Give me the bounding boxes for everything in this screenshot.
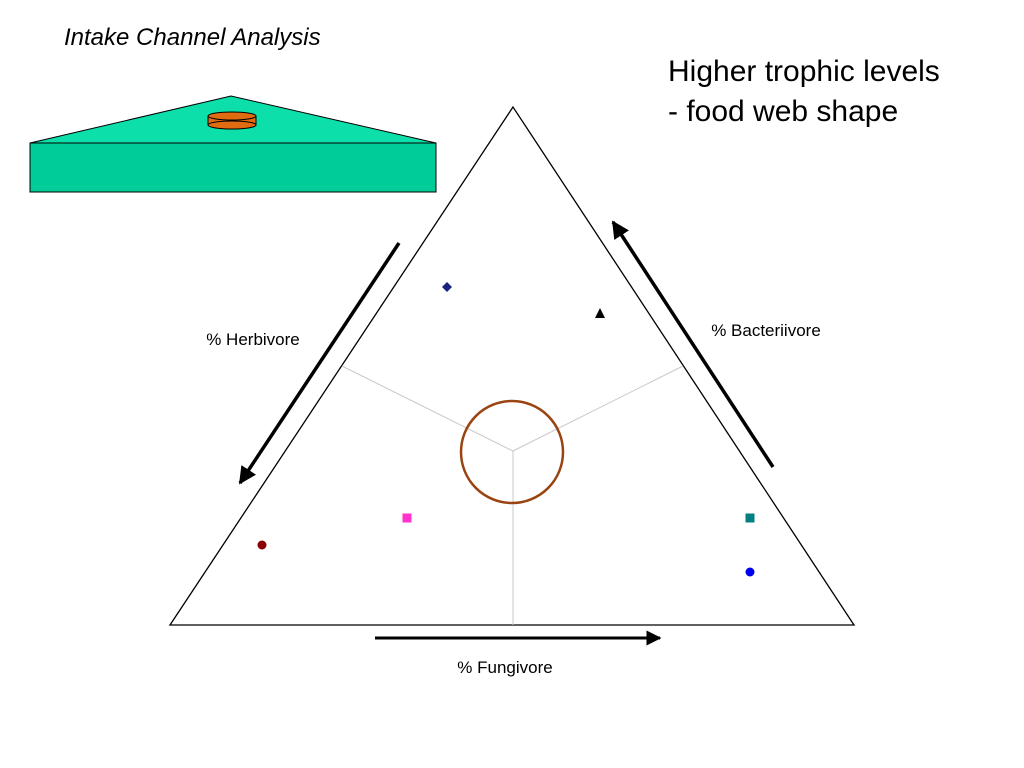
disc-top [207, 111, 257, 121]
data-point-diamond [442, 282, 452, 292]
data-point-circle [257, 540, 267, 550]
herbivore-label: % Herbivore [206, 330, 300, 349]
data-point-circle [745, 567, 755, 577]
data-point-square [745, 513, 755, 523]
divider-left [341, 365, 514, 452]
data-point-triangle [595, 308, 605, 318]
intake-disc [207, 111, 257, 130]
bacterivore-arrow [611, 220, 775, 468]
disc-bottom [207, 120, 257, 130]
ternary-triangle [168, 105, 856, 626]
divider-right [512, 365, 684, 452]
heading: Higher trophic levels - food web shape [668, 52, 940, 132]
channel-illustration [29, 95, 437, 193]
bacterivore-label: % Bacteriivore [711, 321, 821, 340]
heading-line-2: - food web shape [668, 95, 899, 128]
centre-circle [459, 399, 565, 505]
data-points [257, 282, 755, 577]
herbivore-arrow [238, 242, 401, 485]
heading-line-1: Higher trophic levels [668, 55, 940, 88]
channel-body [29, 142, 437, 193]
fungivore-label: % Fungivore [457, 658, 552, 677]
data-point-square [402, 513, 412, 523]
slide-title: Intake Channel Analysis [64, 24, 321, 51]
